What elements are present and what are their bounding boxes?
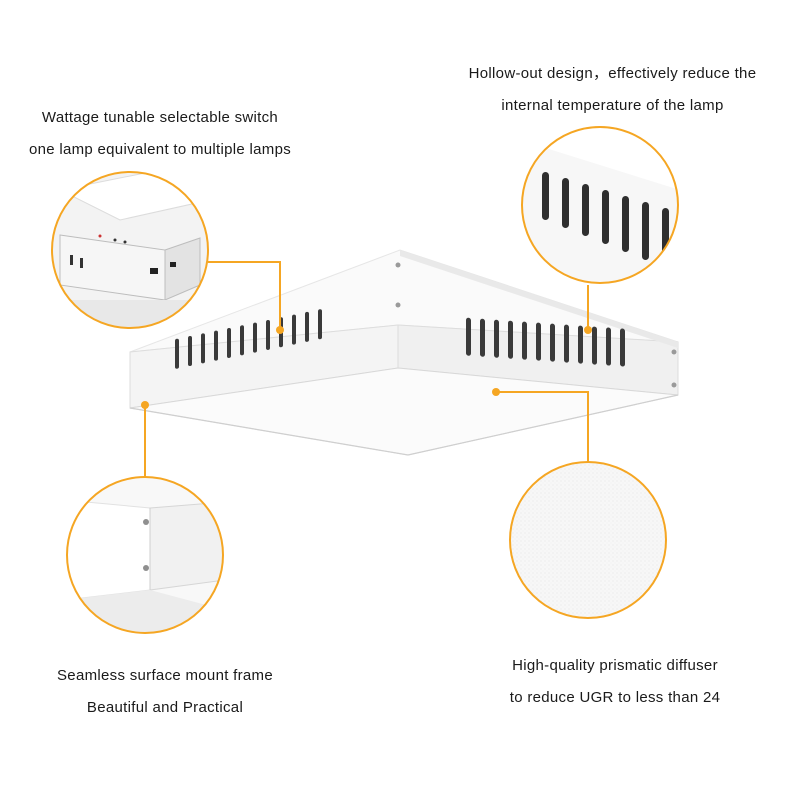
leader-dots: [141, 326, 592, 409]
diffuser-caption: High-quality prismatic diffuser to reduc…: [470, 650, 760, 714]
switch-caption: Wattage tunable selectable switch one la…: [0, 102, 320, 166]
diffuser-caption-line-2: to reduce UGR to less than 24: [509, 689, 721, 706]
switch-caption-line-2: one lamp equivalent to multiple lamps: [28, 141, 292, 158]
vent-slots-right: [466, 317, 625, 367]
vent-caption-line-1: Hollow-out design，effectively reduce the: [468, 65, 757, 82]
frame-caption: Seamless surface mount frame Beautiful a…: [30, 660, 300, 724]
switch-box-detail-icon: [51, 171, 209, 329]
frame-caption-line-2: Beautiful and Practical: [86, 699, 244, 716]
frame-caption-line-1: Seamless surface mount frame: [57, 667, 273, 684]
frame-corner-detail-icon: [66, 476, 224, 634]
vent-slots-detail-icon: [521, 126, 679, 284]
diffuser-texture-detail-icon: [509, 461, 667, 619]
switch-caption-line-1: Wattage tunable selectable switch: [41, 109, 279, 126]
lamp-panel: [129, 249, 679, 456]
vent-caption: Hollow-out design，effectively reduce the…: [440, 58, 785, 122]
diffuser-caption-line-1: High-quality prismatic diffuser: [512, 657, 718, 674]
leader-lines: [144, 261, 589, 478]
vent-caption-line-2: internal temperature of the lamp: [501, 97, 724, 114]
